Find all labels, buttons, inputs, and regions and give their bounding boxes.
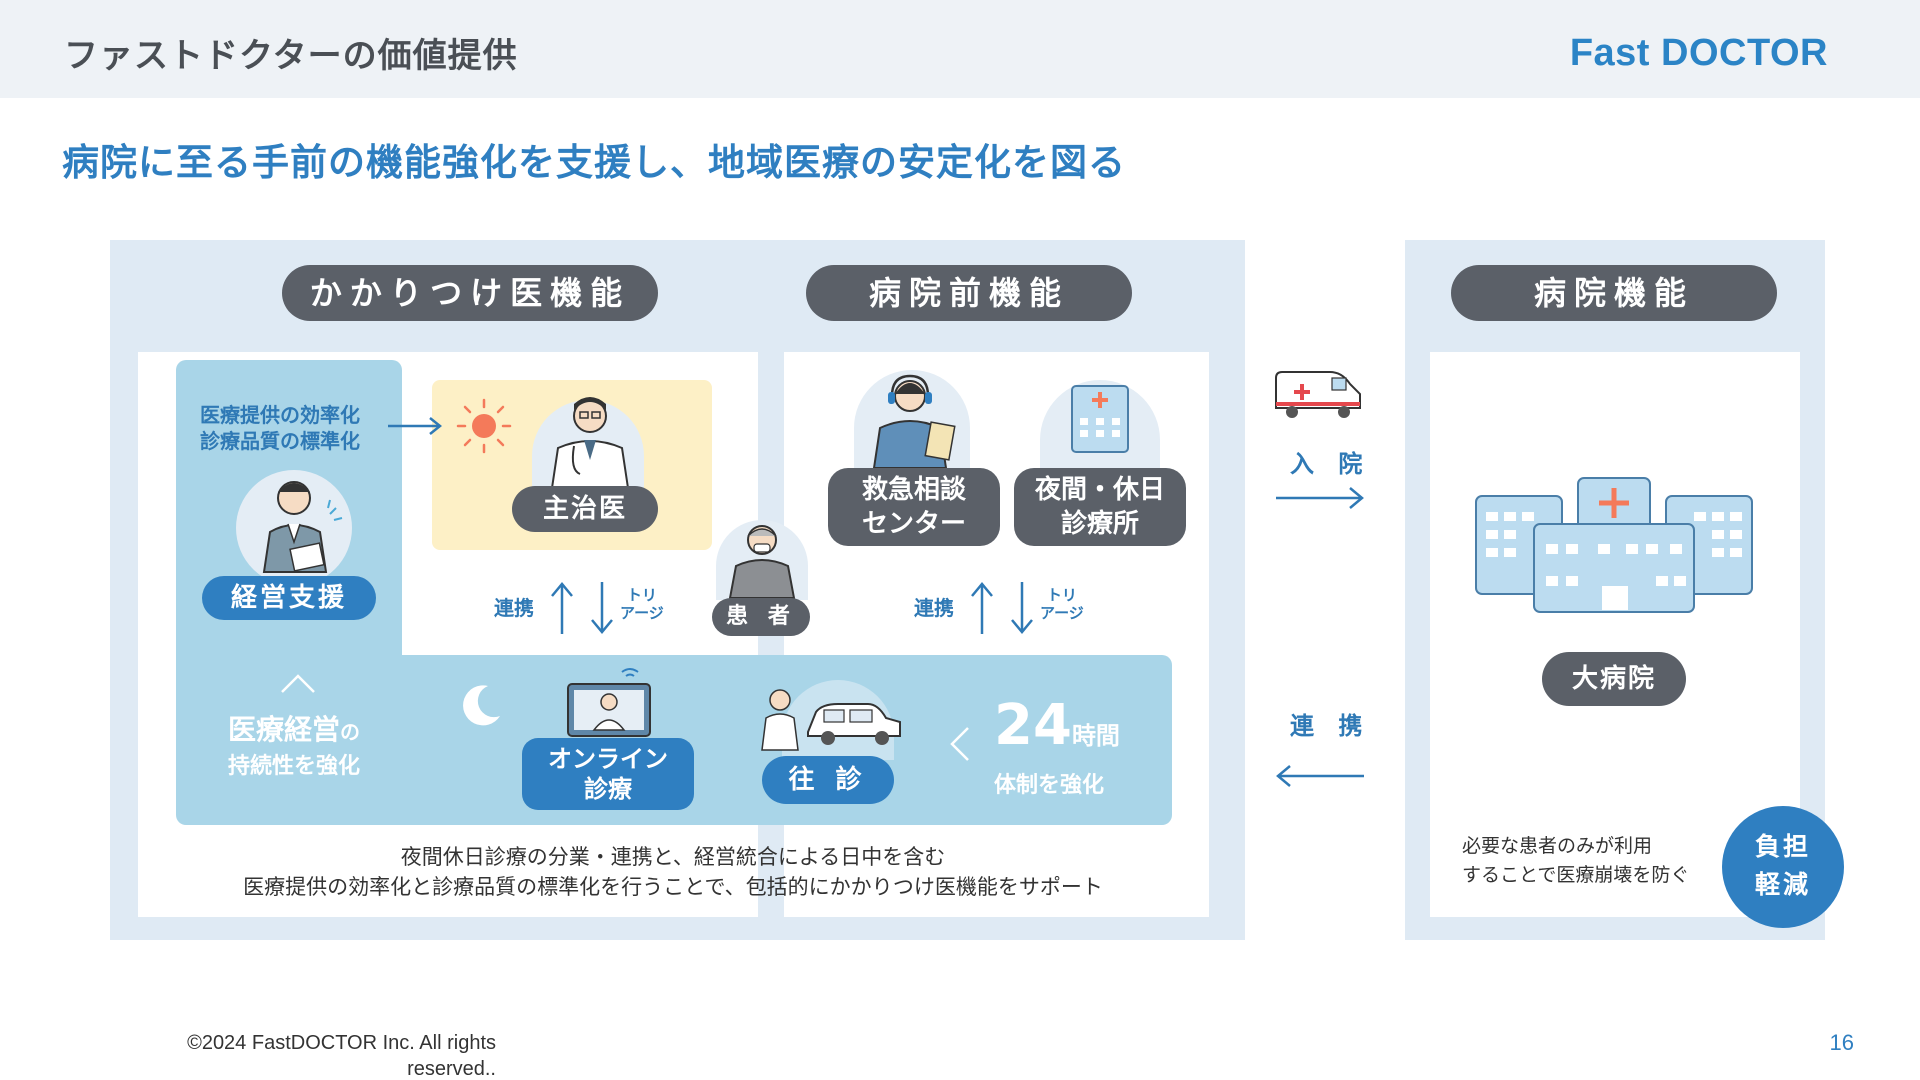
- kakari-caption: 夜間休日診療の分業・連携と、経営統合による日中を含む 医療提供の効率化と診療品質…: [243, 845, 1103, 899]
- arrow-up-icon: [551, 582, 573, 634]
- patient-label: 患 者: [712, 598, 810, 636]
- house-call-icon: [761, 689, 901, 751]
- arrow-right-long-icon: [1276, 487, 1364, 509]
- efficiency-note: 医療提供の効率化 診療品質の標準化: [200, 403, 360, 453]
- sun-icon: [456, 398, 512, 454]
- arrow-left-long-icon: [1276, 765, 1364, 787]
- section-title-kakari: かかりつけ医機能: [282, 265, 658, 321]
- online-doctor-icon: [567, 668, 651, 737]
- emergency-center-label: 救急相談 センター: [828, 468, 1000, 546]
- section-title-pre-hospital: 病院前機能: [806, 265, 1132, 321]
- page-number: 16: [1829, 1030, 1854, 1055]
- brand-logo: Fast DOCTOR: [1569, 32, 1828, 74]
- online-consultation-label: オンライン 診療: [522, 738, 694, 810]
- sustainability-text: 医療経営の 持続性を強化: [228, 713, 361, 779]
- triage-label-mid: トリ アージ: [1040, 586, 1084, 622]
- cooperation-label: 連 携: [1290, 712, 1371, 740]
- section-title-hospital: 病院機能: [1451, 265, 1777, 321]
- arrow-down-icon-mid: [1011, 582, 1033, 634]
- house-call-label: 往 診: [762, 756, 894, 804]
- arrow-down-icon: [591, 582, 613, 634]
- management-support-label: 経営支援: [202, 576, 376, 620]
- ambulance-icon: [1275, 371, 1361, 418]
- copyright: ©2024 FastDOCTOR Inc. All rights reserve…: [187, 1032, 496, 1080]
- hospital-building-icon: [1475, 477, 1753, 613]
- big-hospital-label: 大病院: [1542, 652, 1686, 706]
- header-bar: [0, 0, 1920, 98]
- hospital-note: 必要な患者のみが利用 することで医療崩壊を防ぐ: [1462, 835, 1690, 886]
- hospital-area: [1430, 352, 1800, 917]
- night-clinic-label: 夜間・休日 診療所: [1014, 468, 1186, 546]
- clinic-icon: [1071, 385, 1129, 453]
- renkei-label-mid: 連携: [914, 596, 954, 620]
- arrow-up-icon-mid: [971, 582, 993, 634]
- operator-icon: [872, 374, 956, 469]
- headline: 病院に至る手前の機能強化を支援し、地域医療の安定化を図る: [62, 141, 1126, 184]
- consultant-icon: [262, 481, 343, 573]
- renkei-label-left: 連携: [494, 596, 534, 620]
- burden-reduction-badge: 負担 軽減: [1722, 806, 1844, 928]
- arrow-right-icon: [388, 417, 443, 435]
- admission-label: 入 院: [1290, 450, 1371, 478]
- chevron-left-icon: [950, 727, 969, 761]
- chevron-up-icon: [281, 674, 315, 693]
- page-title: ファストドクターの価値提供: [64, 36, 518, 76]
- attending-doctor-label: 主治医: [512, 486, 658, 532]
- moon-icon: [463, 685, 500, 726]
- patient-icon: [728, 525, 796, 599]
- doctor-icon: [550, 397, 630, 489]
- 24-hours-text: 24時間 体制を強化: [994, 693, 1120, 799]
- triage-label-left: トリ アージ: [620, 586, 664, 622]
